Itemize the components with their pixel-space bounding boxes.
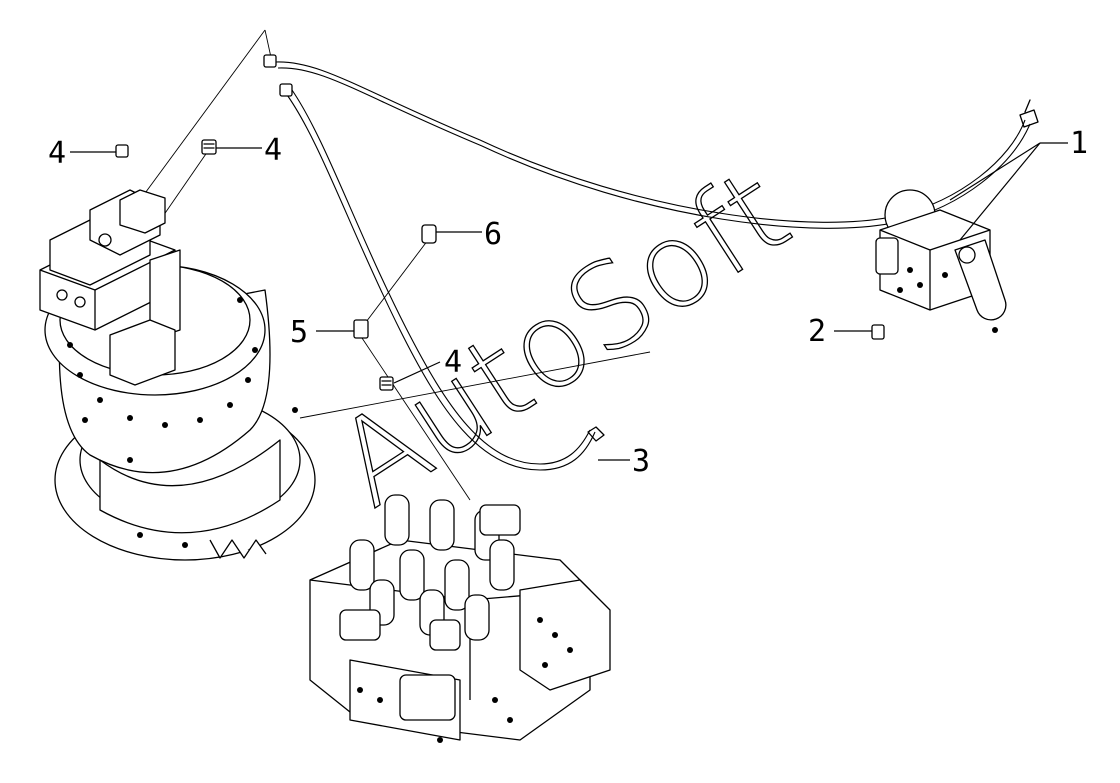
hose-3 (284, 89, 605, 471)
fitting-2 (871, 324, 885, 340)
callout-4-mid: 4 (264, 133, 282, 168)
callout-1: 1 (1070, 126, 1088, 161)
callout-2: 2 (808, 314, 826, 349)
callout-leaders (70, 142, 1068, 461)
callout-4-lower: 4 (444, 345, 462, 380)
fitting-6 (421, 224, 437, 244)
callout-3: 3 (632, 444, 650, 479)
watermark: AutoSoft (312, 142, 812, 534)
control-valve (309, 494, 611, 743)
fitting-4b (201, 139, 217, 155)
fitting-4a (115, 144, 129, 158)
callout-6: 6 (484, 217, 502, 252)
accumulator-valve-assembly (875, 189, 1007, 333)
callout-4-left: 4 (48, 136, 66, 171)
hose-1 (274, 61, 1039, 229)
travel-motor (39, 189, 316, 561)
fitting-4c (379, 376, 394, 391)
callout-5: 5 (290, 315, 308, 350)
fitting-top (263, 54, 293, 97)
fitting-5 (353, 319, 369, 339)
